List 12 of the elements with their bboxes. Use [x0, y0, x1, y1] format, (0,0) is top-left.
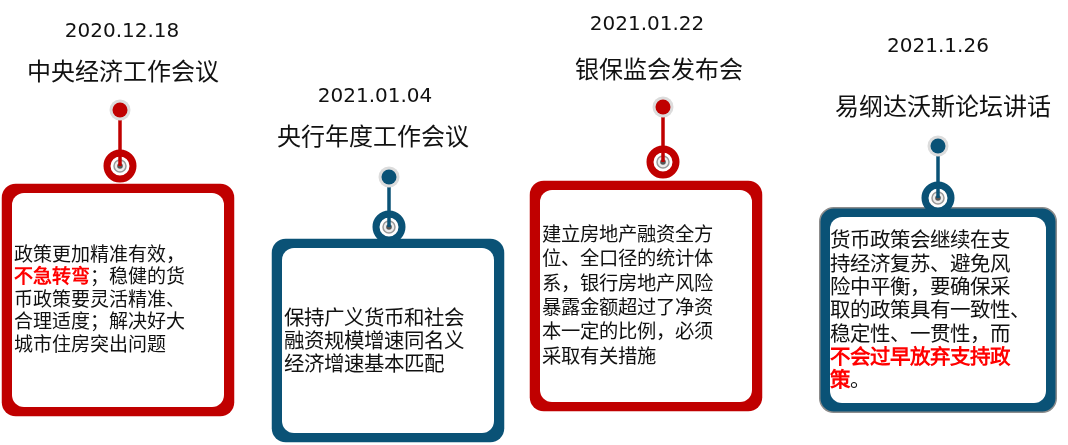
date-label: 2021.1.26: [887, 33, 989, 57]
event-title: 央行年度工作会议: [277, 122, 469, 152]
date-label: 2020.12.18: [64, 18, 180, 42]
card-text: 政策更加精准有效，不急转弯；稳健的货币政策要灵活精准、合理适度；解决好大城市住房突出问题: [14, 243, 186, 357]
card-text: 保持广义货币和社会融资规模增速同名义经济增速基本匹配: [284, 305, 465, 376]
date-label: 2021.01.22: [589, 11, 705, 35]
card-text: 货币政策会继续在支持经济复苏、避免风险中平衡，要确保采取的政策具有一致性、稳定性、一贯性，而不会过早放弃支持政策。: [830, 228, 1024, 392]
event-title: 银保监会发布会: [575, 55, 743, 85]
event-title: 易纲达沃斯论坛讲话: [835, 92, 1051, 122]
card-text: 建立房地产融资全方位、全口径的统计体系，银行房地产风险暴露金额超过了净资本一定的比例，必须采取有关措施: [542, 223, 714, 369]
date-label: 2021.01.04: [317, 83, 433, 107]
event-title: 中央经济工作会议: [27, 57, 219, 87]
